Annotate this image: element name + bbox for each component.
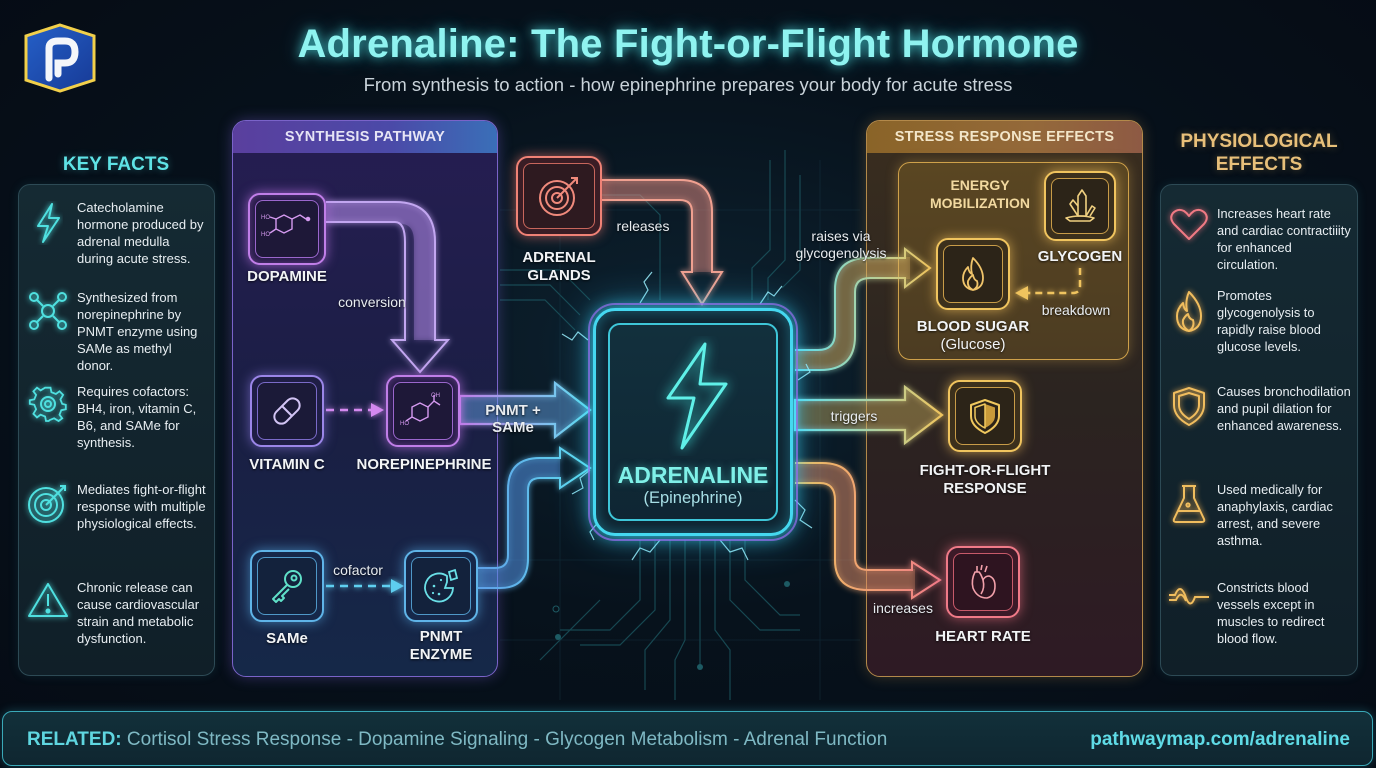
key-fact-item: Mediates fight-or-flight response with m… (19, 481, 214, 532)
vitamin-c-node[interactable] (250, 375, 324, 447)
vitamin-c-label: VITAMIN C (249, 456, 325, 473)
lightning-icon (19, 199, 77, 267)
shield-icon (955, 387, 1015, 445)
blood-sugar-node[interactable] (936, 238, 1010, 310)
fight-or-flight-node[interactable] (948, 380, 1022, 452)
footer-bar: RELATED: Cortisol Stress Response - Dopa… (2, 711, 1373, 766)
warning-icon (19, 579, 77, 647)
gear-icon (19, 383, 77, 451)
flask-icon (1161, 481, 1217, 549)
norepinephrine-molecule-icon: OH HO (393, 382, 453, 440)
adrenaline-subtitle: (Epinephrine) (643, 489, 743, 507)
key-fact-item: Catecholamine hormone produced by adrena… (19, 199, 214, 267)
cofactor-edge-label: cofactor (333, 562, 383, 578)
stress-heading: STRESS RESPONSE EFFECTS (867, 121, 1142, 153)
related-links: RELATED: Cortisol Stress Response - Dopa… (27, 712, 887, 767)
key-icon (257, 557, 317, 615)
dopamine-node[interactable]: HO HO (248, 193, 326, 265)
key-facts-heading: KEY FACTS (62, 154, 170, 175)
physio-effect-item: Used medically for anaphylaxis, cardiac … (1161, 481, 1357, 549)
physio-effect-item: Increases heart rate and cardiac contrac… (1161, 205, 1357, 273)
target-icon (19, 481, 77, 532)
shield-icon (1161, 383, 1217, 434)
lightning-icon (650, 336, 740, 456)
key-fact-item: Synthesized from norepinephrine by PNMT … (19, 289, 214, 374)
adrenaline-core-inner (608, 323, 778, 521)
heart-rate-node[interactable] (946, 546, 1020, 618)
svg-text:HO: HO (261, 215, 270, 221)
breakdown-edge-label: breakdown (1041, 302, 1111, 318)
synthesis-heading: SYNTHESIS PATHWAY (233, 121, 497, 153)
crystal-icon (1051, 178, 1109, 234)
page-subtitle: From synthesis to action - how epinephri… (363, 74, 1013, 95)
page-title: Adrenaline: The Fight-or-Flight Hormone (297, 22, 1079, 66)
key-facts-panel: Catecholamine hormone produced by adrena… (18, 184, 215, 676)
same-label: SAMe (266, 630, 308, 647)
heart-rate-label: HEART RATE (935, 628, 1031, 645)
norepinephrine-node[interactable]: OH HO (386, 375, 460, 447)
glycogen-node[interactable] (1044, 171, 1116, 241)
norepinephrine-label: NOREPINEPHRINE (356, 456, 492, 473)
key-fact-item: Chronic release can cause cardiovascular… (19, 579, 214, 647)
pnmt-same-edge-label: PNMT + SAMe (485, 402, 541, 436)
physiological-effects-panel: Increases heart rate and cardiac contrac… (1160, 184, 1358, 676)
flame-icon (1161, 287, 1217, 355)
related-topics[interactable]: Cortisol Stress Response - Dopamine Sign… (126, 729, 888, 750)
enzyme-icon (411, 557, 471, 615)
physio-effect-item: Causes bronchodilation and pupil dilatio… (1161, 383, 1357, 434)
related-label: RELATED: (27, 729, 122, 750)
releases-edge-label: releases (616, 218, 670, 234)
anatomical-heart-icon (953, 553, 1013, 611)
same-node[interactable] (250, 550, 324, 622)
key-fact-item: Requires cofactors: BH4, iron, vitamin C… (19, 383, 214, 451)
physio-effect-item: Promotes glycogenolysis to rapidly raise… (1161, 287, 1357, 355)
wave-icon (1161, 579, 1217, 647)
blood-sugar-label: BLOOD SUGAR(Glucose) (916, 318, 1030, 353)
svg-text:HO: HO (261, 232, 270, 238)
molecule-icon (19, 289, 77, 374)
physio-effect-item: Constricts blood vessels except in muscl… (1161, 579, 1357, 647)
target-icon (523, 163, 595, 229)
flame-icon (943, 245, 1003, 303)
increases-edge-label: increases (873, 600, 933, 616)
pnmt-enzyme-node[interactable] (404, 550, 478, 622)
dopamine-molecule-icon: HO HO (255, 200, 319, 258)
logo (22, 22, 98, 94)
triggers-edge-label: triggers (830, 408, 878, 424)
dopamine-label: DOPAMINE (247, 268, 327, 285)
adrenal-glands-node[interactable] (516, 156, 602, 236)
site-url-link[interactable]: pathwaymap.com/adrenaline (1090, 729, 1350, 750)
svg-text:HO: HO (400, 421, 409, 427)
heart-icon (1161, 205, 1217, 273)
svg-text:OH: OH (431, 393, 440, 399)
glycogen-label: GLYCOGEN (1037, 248, 1123, 265)
capsule-icon (257, 382, 317, 440)
adrenaline-core-node[interactable] (588, 303, 798, 541)
adrenaline-title: ADRENALINE (617, 462, 769, 488)
conversion-edge-label: conversion (338, 294, 406, 310)
